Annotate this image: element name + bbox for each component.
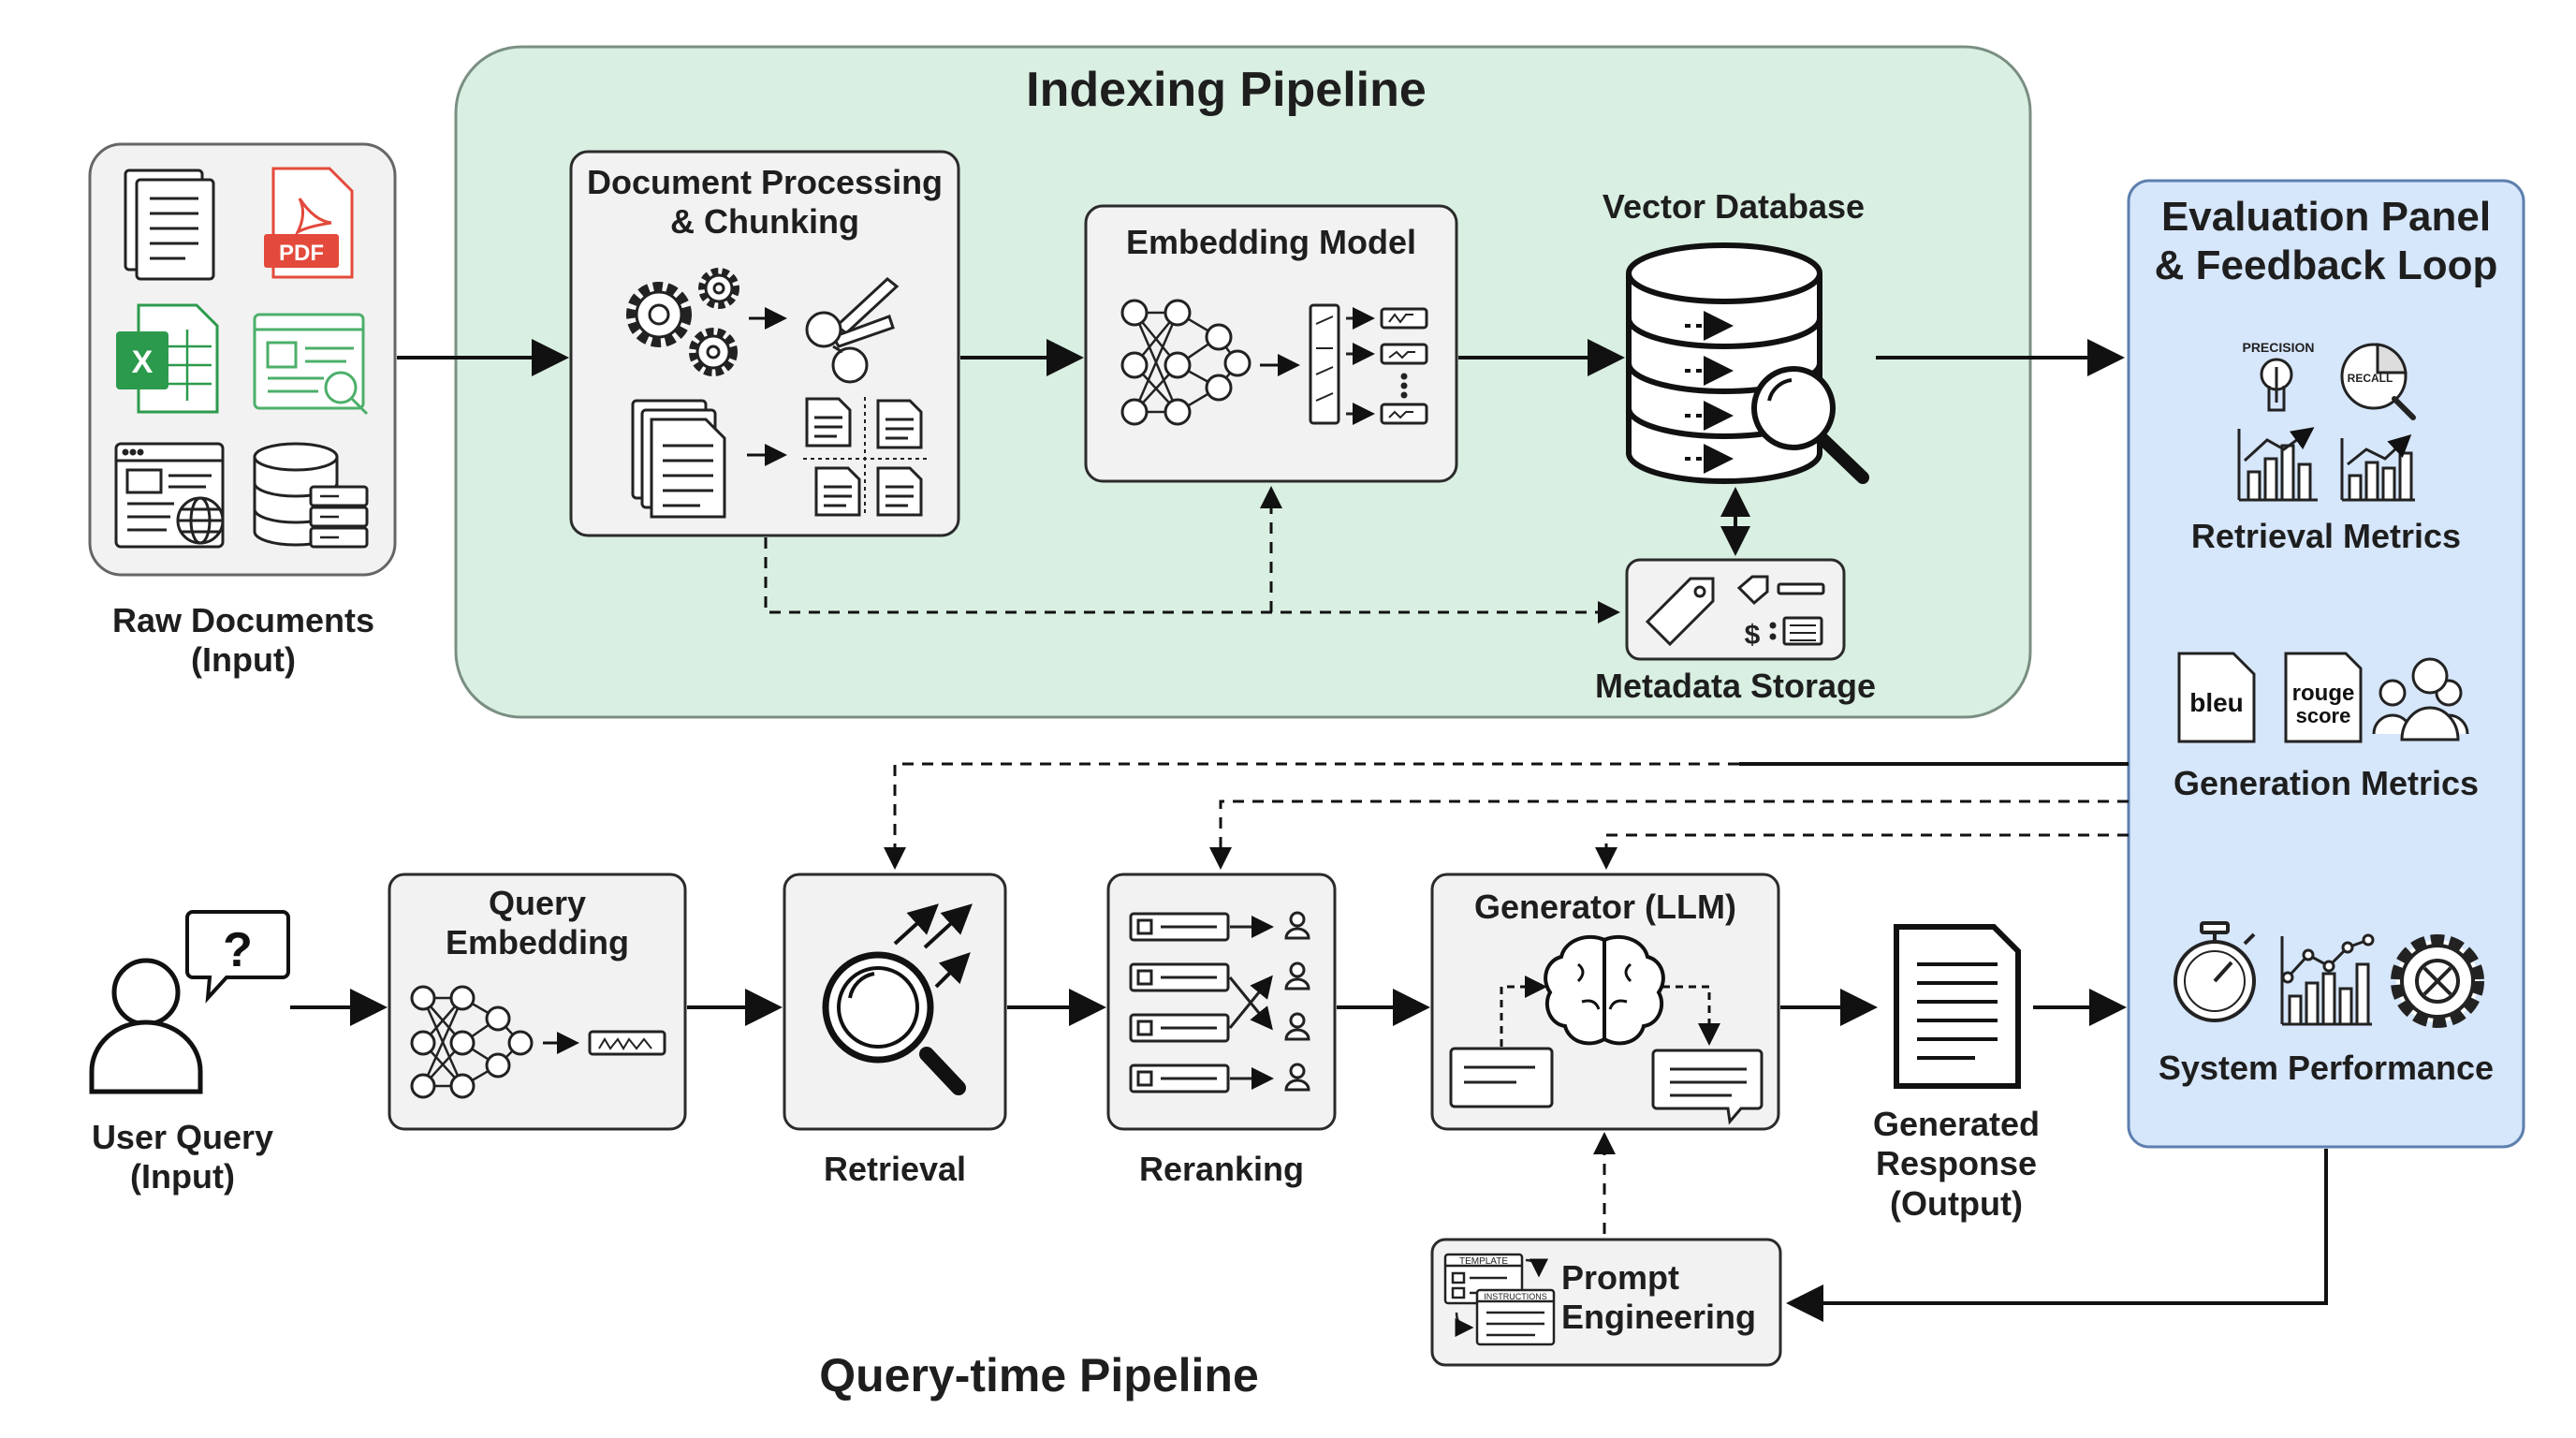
query-embedding-label-line2: Embedding (446, 923, 629, 962)
document-processing-label-line1: Document Processing (586, 163, 944, 201)
user-query-label: User Query (Input) (37, 1118, 328, 1197)
query-neural-network-icon (410, 985, 534, 1099)
system-performance-label: System Performance (2158, 1049, 2495, 1087)
rouge-document-icon (2284, 652, 2363, 743)
generation-metrics-label: Generation Metrics (2173, 764, 2480, 802)
gears-icon (626, 268, 739, 376)
generator-input-doc-icon (1449, 1047, 1554, 1108)
response-document-icon (1894, 924, 2021, 1089)
database-server-icon (253, 442, 369, 549)
generated-response-label: Generated Response (Output) (1816, 1105, 2097, 1224)
query-embedding-label: Query Embedding (389, 884, 685, 963)
scissors-icon (805, 277, 900, 384)
rouge-score-tag: score (2296, 704, 2351, 727)
bar-chart-icon-1 (2237, 427, 2318, 502)
user-group-icon (2372, 657, 2469, 741)
rouge-tag: rouge (2292, 681, 2355, 706)
bleu-tag: bleu (2189, 688, 2244, 717)
user-icon (89, 958, 203, 1094)
recall-icon (2340, 343, 2416, 420)
generator-input-dashed-arrow (1500, 976, 1547, 1047)
retrieval-metrics-label: Retrieval Metrics (2190, 517, 2462, 555)
template-tag: TEMPLATE (1459, 1256, 1508, 1267)
settings-gear-icon (2391, 934, 2484, 1028)
query-vector-icon (588, 1030, 666, 1056)
webpage-globe-icon (114, 442, 225, 549)
retrieval-label: Retrieval (823, 1150, 967, 1188)
generator-label: Generator (LLM) (1473, 888, 1736, 926)
instructions-tag: INSTRUCTIONS (1484, 1292, 1547, 1301)
raw-documents-label-line1: Raw Documents (111, 601, 375, 639)
recall-tag: RECALL (2348, 372, 2393, 385)
text-document-icon (124, 169, 215, 281)
generator-output-dashed-arrow (1662, 985, 1720, 1046)
document-processing-label: Document Processing & Chunking (571, 163, 959, 242)
sheet-search-icon (253, 313, 369, 416)
excel-badge-label: X (132, 345, 154, 380)
neural-network-icon (1120, 299, 1251, 426)
chunked-documents-icon (803, 397, 927, 517)
prompt-engineering-label-line2: Engineering (1561, 1298, 1757, 1337)
prompt-engineering-label-line1: Prompt (1561, 1258, 1679, 1297)
evaluation-panel-title-line2: & Feedback Loop (2154, 242, 2498, 288)
dashed-connectors (764, 486, 2129, 1234)
stopwatch-icon (2174, 921, 2256, 1022)
indexing-pipeline-title: Indexing Pipeline (1026, 63, 1427, 117)
metadata-fields-icon (1736, 575, 1825, 646)
prompt-engineering-label: Prompt Engineering (1561, 1258, 1777, 1338)
performance-chart-icon (2280, 933, 2375, 1026)
question-bubble-icon (185, 910, 290, 1004)
vector-database-label: Vector Database (1602, 187, 1866, 226)
metadata-storage-label: Metadata Storage (1594, 667, 1877, 705)
query-pipeline-title: Query-time Pipeline (819, 1349, 1259, 1401)
prompt-template-icon (1443, 1253, 1556, 1346)
tag-icon (1645, 577, 1715, 647)
precision-icon (2260, 358, 2293, 412)
retrieval-arrows-icon (893, 903, 973, 989)
query-embedding-box (388, 873, 687, 1131)
query-embedding-label-line1: Query (488, 884, 587, 922)
generated-response-label-line2: Response (1875, 1144, 2038, 1183)
raw-documents-label: Raw Documents (Input) (56, 601, 431, 681)
pdf-badge-label: PDF (279, 241, 324, 266)
user-query-label-line2: (Input) (130, 1157, 235, 1196)
generated-response-label-line3: (Output) (1890, 1183, 2023, 1223)
evaluation-panel-title: Evaluation Panel & Feedback Loop (2129, 193, 2524, 290)
dollar-sign-glyph: $ (1745, 620, 1761, 651)
raw-documents-label-line2: (Input) (191, 640, 296, 680)
precision-tag: PRECISION (2242, 340, 2314, 355)
pdf-document-icon (264, 167, 354, 279)
excel-document-icon (116, 303, 219, 414)
document-processing-label-line2: & Chunking (670, 202, 859, 242)
reranking-label: Reranking (1138, 1150, 1305, 1188)
reranking-list-icon (1129, 911, 1310, 1093)
generator-output-bubble-icon (1651, 1049, 1764, 1125)
solid-connectors (290, 339, 2328, 1322)
document-stack-icon (631, 399, 726, 519)
question-mark-glyph: ? (223, 923, 253, 977)
evaluation-panel-title-line1: Evaluation Panel (2160, 194, 2492, 240)
embedding-model-label: Embedding Model (1126, 223, 1416, 261)
bar-chart-icon-2 (2340, 433, 2415, 502)
user-query-label-line1: User Query (91, 1118, 274, 1156)
magnifier-icon (1751, 366, 1869, 484)
bleu-document-icon (2177, 652, 2256, 743)
retrieval-magnifier-icon (822, 951, 966, 1095)
generated-response-label-line1: Generated (1872, 1105, 2041, 1143)
brain-icon (1544, 934, 1665, 1046)
embedding-vector-icon (1309, 303, 1428, 425)
